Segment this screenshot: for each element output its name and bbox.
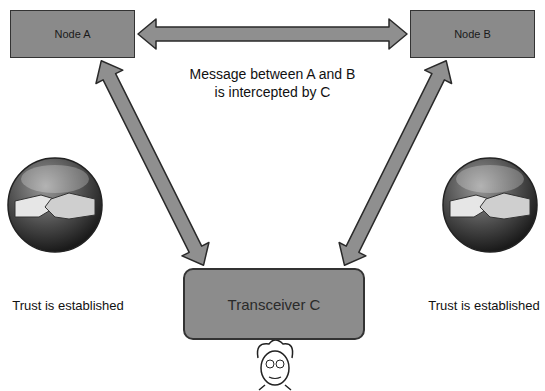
trust-label: Trust is established — [425, 298, 543, 314]
node-box: Node A — [10, 10, 135, 58]
handshake-icon — [8, 158, 102, 252]
node-text: Transceiver C — [228, 296, 321, 313]
node-text: Node A — [54, 28, 90, 40]
man-face — [257, 340, 292, 390]
node-text: Node B — [454, 28, 491, 40]
double-arrow — [96, 61, 209, 266]
trust-label: Trust is established — [8, 298, 128, 314]
node-box: Node B — [410, 10, 535, 58]
message-label: Message between A and B is intercepted b… — [185, 66, 360, 101]
transceiver-box: Transceiver C — [183, 268, 365, 340]
double-arrow — [138, 19, 407, 49]
double-arrow — [339, 61, 452, 266]
handshake-icon — [443, 158, 537, 252]
